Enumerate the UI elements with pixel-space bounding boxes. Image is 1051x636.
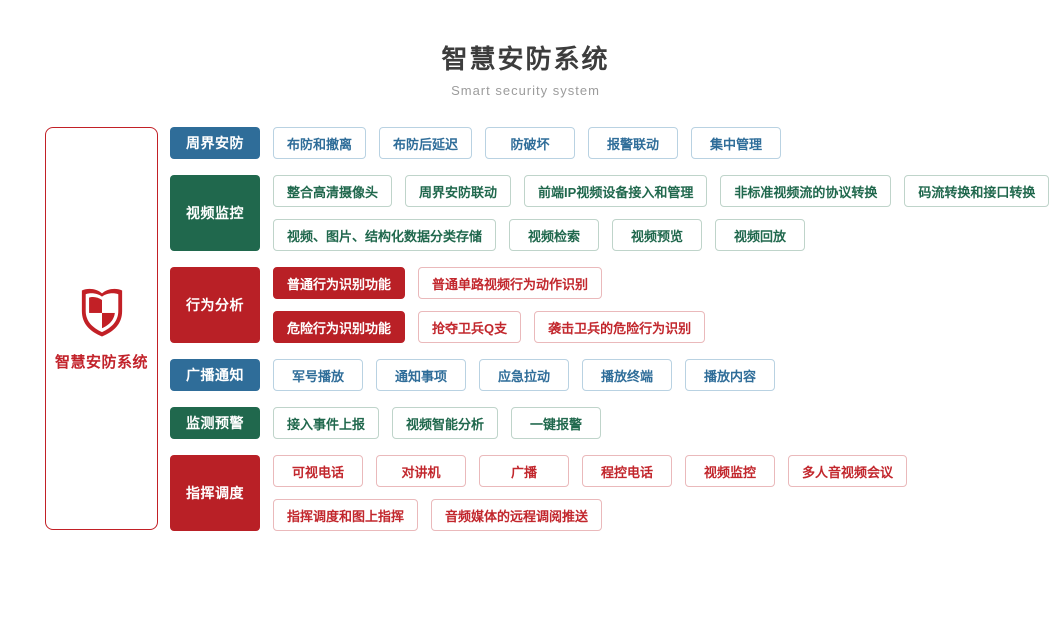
page-title: 智慧安防系统 xyxy=(441,44,610,74)
feature-group: 指挥调度可视电话对讲机广播程控电话视频监控多人音视频会议指挥调度和图上指挥音频媒… xyxy=(170,455,1049,531)
item-line: 指挥调度和图上指挥音频媒体的远程调阅推送 xyxy=(273,499,907,531)
group-items: 可视电话对讲机广播程控电话视频监控多人音视频会议指挥调度和图上指挥音频媒体的远程… xyxy=(273,455,908,531)
group-items: 布防和撤离布防后延迟防破坏报警联动集中管理 xyxy=(273,127,782,159)
group-label: 广播通知 xyxy=(170,359,260,391)
feature-item: 前端IP视频设备接入和管理 xyxy=(524,175,708,207)
feature-item: 可视电话 xyxy=(273,455,363,487)
shield-icon xyxy=(81,288,122,337)
feature-item: 抢夺卫兵Q支 xyxy=(418,311,522,343)
feature-item: 视频、图片、结构化数据分类存储 xyxy=(273,219,497,251)
diagram: 智慧安防系统 周界安防布防和撤离布防后延迟防破坏报警联动集中管理视频监控整合高清… xyxy=(45,127,1050,531)
feature-item: 布防后延迟 xyxy=(379,127,473,159)
group-items: 接入事件上报视频智能分析一键报警 xyxy=(273,407,602,439)
item-line: 可视电话对讲机广播程控电话视频监控多人音视频会议 xyxy=(273,455,908,487)
brand-panel: 智慧安防系统 xyxy=(45,127,158,530)
group-items: 整合高清摄像头周界安防联动前端IP视频设备接入和管理非标准视频流的协议转换码流转… xyxy=(273,175,1050,251)
feature-item: 视频智能分析 xyxy=(392,407,499,439)
feature-item: 防破坏 xyxy=(485,127,576,159)
page-header: 智慧安防系统 Smart security system xyxy=(0,0,1051,98)
feature-item: 一键报警 xyxy=(511,407,602,439)
item-line: 整合高清摄像头周界安防联动前端IP视频设备接入和管理非标准视频流的协议转换码流转… xyxy=(273,175,1050,207)
feature-item: 指挥调度和图上指挥 xyxy=(273,499,419,531)
feature-item: 周界安防联动 xyxy=(405,175,512,207)
feature-item: 码流转换和接口转换 xyxy=(904,175,1050,207)
feature-item: 视频监控 xyxy=(685,455,775,487)
feature-item: 通知事项 xyxy=(376,359,466,391)
feature-item: 应急拉动 xyxy=(479,359,569,391)
item-line: 普通行为识别功能普通单路视频行为动作识别 xyxy=(273,267,705,299)
feature-group: 行为分析普通行为识别功能普通单路视频行为动作识别危险行为识别功能抢夺卫兵Q支袭击… xyxy=(170,267,1049,343)
feature-item: 对讲机 xyxy=(376,455,466,487)
feature-item: 程控电话 xyxy=(582,455,672,487)
group-items: 普通行为识别功能普通单路视频行为动作识别危险行为识别功能抢夺卫兵Q支袭击卫兵的危… xyxy=(273,267,706,343)
feature-item: 袭击卫兵的危险行为识别 xyxy=(534,311,706,343)
item-line: 布防和撤离布防后延迟防破坏报警联动集中管理 xyxy=(273,127,782,159)
page-subtitle: Smart security system xyxy=(451,82,600,98)
feature-group: 视频监控整合高清摄像头周界安防联动前端IP视频设备接入和管理非标准视频流的协议转… xyxy=(170,175,1050,251)
feature-group: 监测预警接入事件上报视频智能分析一键报警 xyxy=(170,407,1049,439)
feature-item: 普通单路视频行为动作识别 xyxy=(418,267,603,299)
group-label: 视频监控 xyxy=(170,175,260,251)
feature-item: 普通行为识别功能 xyxy=(273,267,406,299)
group-items: 军号播放通知事项应急拉动播放终端播放内容 xyxy=(273,359,775,391)
item-line: 接入事件上报视频智能分析一键报警 xyxy=(273,407,602,439)
feature-item: 非标准视频流的协议转换 xyxy=(720,175,892,207)
feature-item: 危险行为识别功能 xyxy=(273,311,406,343)
group-label: 监测预警 xyxy=(170,407,260,439)
group-label: 指挥调度 xyxy=(170,455,260,531)
brand-label: 智慧安防系统 xyxy=(54,354,148,371)
item-line: 军号播放通知事项应急拉动播放终端播放内容 xyxy=(273,359,775,391)
feature-item: 接入事件上报 xyxy=(273,407,380,439)
feature-groups: 周界安防布防和撤离布防后延迟防破坏报警联动集中管理视频监控整合高清摄像头周界安防… xyxy=(170,127,1050,531)
feature-item: 音频媒体的远程调阅推送 xyxy=(431,499,603,531)
feature-group: 周界安防布防和撤离布防后延迟防破坏报警联动集中管理 xyxy=(170,127,1049,159)
feature-item: 报警联动 xyxy=(588,127,679,159)
feature-item: 视频预览 xyxy=(612,219,703,251)
feature-item: 军号播放 xyxy=(273,359,363,391)
feature-item: 视频回放 xyxy=(715,219,806,251)
feature-item: 广播 xyxy=(479,455,569,487)
feature-item: 播放终端 xyxy=(582,359,672,391)
item-line: 危险行为识别功能抢夺卫兵Q支袭击卫兵的危险行为识别 xyxy=(273,311,706,343)
feature-item: 整合高清摄像头 xyxy=(273,175,393,207)
group-label: 周界安防 xyxy=(170,127,260,159)
feature-item: 布防和撤离 xyxy=(273,127,367,159)
group-label: 行为分析 xyxy=(170,267,260,343)
feature-group: 广播通知军号播放通知事项应急拉动播放终端播放内容 xyxy=(170,359,1049,391)
feature-item: 多人音视频会议 xyxy=(788,455,908,487)
feature-item: 集中管理 xyxy=(691,127,782,159)
item-line: 视频、图片、结构化数据分类存储视频检索视频预览视频回放 xyxy=(273,219,1049,251)
feature-item: 视频检索 xyxy=(509,219,600,251)
feature-item: 播放内容 xyxy=(685,359,775,391)
